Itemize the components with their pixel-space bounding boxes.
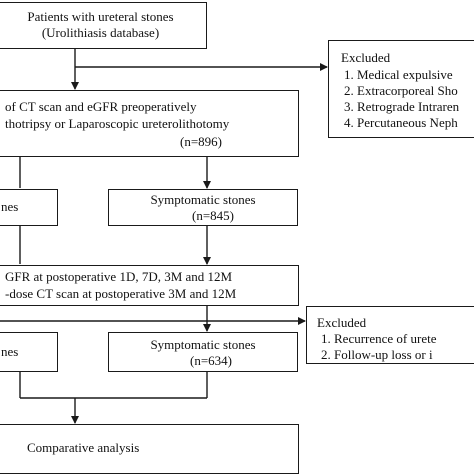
symptomatic-1-count: (n=845) <box>192 208 234 223</box>
symptomatic-2-label: Symptomatic stones <box>150 337 256 352</box>
excluded-box-2: Excluded 1. Recurrence of urete 2. Follo… <box>306 306 474 364</box>
followup-box: GFR at postoperative 1D, 7D, 3M and 12M … <box>0 265 299 306</box>
patients-box: Patients with ureteral stones (Urolithia… <box>0 2 207 49</box>
symptomatic-box-1: Symptomatic stones (n=845) <box>108 189 298 226</box>
symptomatic-2-count: (n=634) <box>190 353 232 368</box>
patients-line-2: (Urolithiasis database) <box>41 25 160 40</box>
comparative-analysis-label: Comparative analysis <box>27 440 140 455</box>
left-stones-box-2: nes <box>0 332 58 372</box>
followup-line-2: -dose CT scan at postoperative 3M and 12… <box>5 286 237 301</box>
excluded-2-title: Excluded <box>317 315 367 330</box>
comparative-analysis-box: Comparative analysis <box>0 424 299 474</box>
followup-line-1: GFR at postoperative 1D, 7D, 3M and 12M <box>5 269 233 284</box>
excluded-1-item-1: 1. Medical expulsive <box>344 67 453 82</box>
excluded-1-item-4: 4. Percutaneous Neph <box>344 115 458 130</box>
excluded-1-item-2: 2. Extracorporeal Sho <box>344 83 458 98</box>
ct-egfr-line-1: of CT scan and eGFR preoperatively <box>5 99 197 114</box>
symptomatic-1-label: Symptomatic stones <box>150 192 256 207</box>
excluded-box-1: Excluded 1. Medical expulsive 2. Extraco… <box>328 40 474 138</box>
ct-egfr-line-3: (n=896) <box>180 134 222 149</box>
left-stones-box-1: nes <box>0 189 58 226</box>
excluded-1-title: Excluded <box>341 50 391 65</box>
patients-line-1: Patients with ureteral stones <box>27 9 174 24</box>
ct-egfr-line-2: thotripsy or Laparoscopic ureterolithoto… <box>5 116 230 131</box>
excluded-2-item-2: 2. Follow-up loss or i <box>321 347 433 362</box>
left-stones-label-1: nes <box>1 199 19 214</box>
excluded-1-item-3: 3. Retrograde Intraren <box>344 99 460 114</box>
excluded-2-item-1: 1. Recurrence of urete <box>321 331 437 346</box>
left-stones-label-2: nes <box>1 344 19 359</box>
symptomatic-box-2: Symptomatic stones (n=634) <box>108 332 298 372</box>
ct-egfr-box: of CT scan and eGFR preoperatively thotr… <box>0 90 299 157</box>
